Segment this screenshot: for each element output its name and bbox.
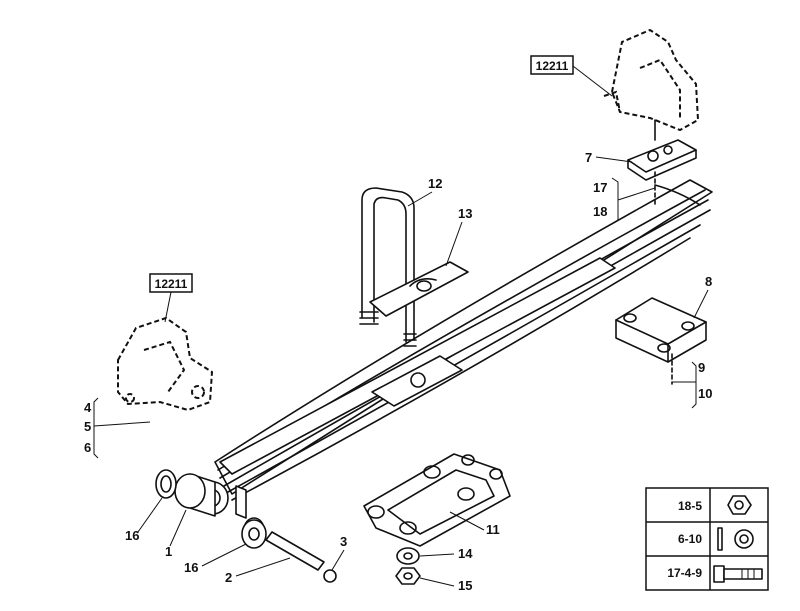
callout-4: 4 <box>84 400 92 415</box>
grease-nipple-icon <box>323 569 337 583</box>
legend-row-1-label: 18-5 <box>678 499 702 513</box>
callout-16-top: 16 <box>125 528 139 543</box>
bolt-icon <box>713 565 763 583</box>
legend-row-3-label: 17-4-9 <box>667 566 702 580</box>
callout-17: 17 <box>593 180 607 195</box>
callout-5: 5 <box>84 419 91 434</box>
callout-13: 13 <box>458 206 472 221</box>
ref-box-top: 12211 <box>530 55 613 97</box>
upper-pad <box>627 139 697 181</box>
callout-8: 8 <box>705 274 712 289</box>
saddle-plate <box>369 261 469 317</box>
lower-bracket-dashed <box>117 316 214 412</box>
ref-label-top: 12211 <box>536 59 569 73</box>
callout-6: 6 <box>84 440 91 455</box>
callout-9: 9 <box>698 360 705 375</box>
callout-18: 18 <box>593 204 607 219</box>
bushing-ring <box>155 469 177 499</box>
callout-16-bottom: 16 <box>184 560 198 575</box>
nut-icon <box>727 495 752 515</box>
washer-icon <box>717 527 754 551</box>
callouts: 7 17 18 12 13 8 9 10 4 5 6 16 1 16 2 3 1… <box>84 150 712 593</box>
ref-label-left: 12211 <box>155 277 188 291</box>
centre-bolt-nut-icon <box>410 372 426 388</box>
legend-row-2-label: 6-10 <box>678 532 702 546</box>
callout-12: 12 <box>428 176 442 191</box>
callout-7: 7 <box>585 150 592 165</box>
leaf-spring-pack <box>174 179 713 517</box>
u-bolt <box>359 187 417 347</box>
nut-15 <box>395 567 421 585</box>
callout-3: 3 <box>340 534 347 549</box>
washer-16 <box>241 519 267 549</box>
callout-11: 11 <box>486 522 500 537</box>
ref-box-left: 12211 <box>149 273 193 323</box>
washer-14 <box>396 547 420 565</box>
callout-10: 10 <box>698 386 712 401</box>
fastener-legend-table: 18-5 6-10 17-4-9 <box>645 487 769 591</box>
callout-2: 2 <box>225 570 232 585</box>
callout-15: 15 <box>458 578 472 593</box>
spring-seat <box>615 297 707 385</box>
callout-1: 1 <box>165 544 172 559</box>
shackle-link <box>363 453 511 547</box>
callout-14: 14 <box>458 546 473 561</box>
